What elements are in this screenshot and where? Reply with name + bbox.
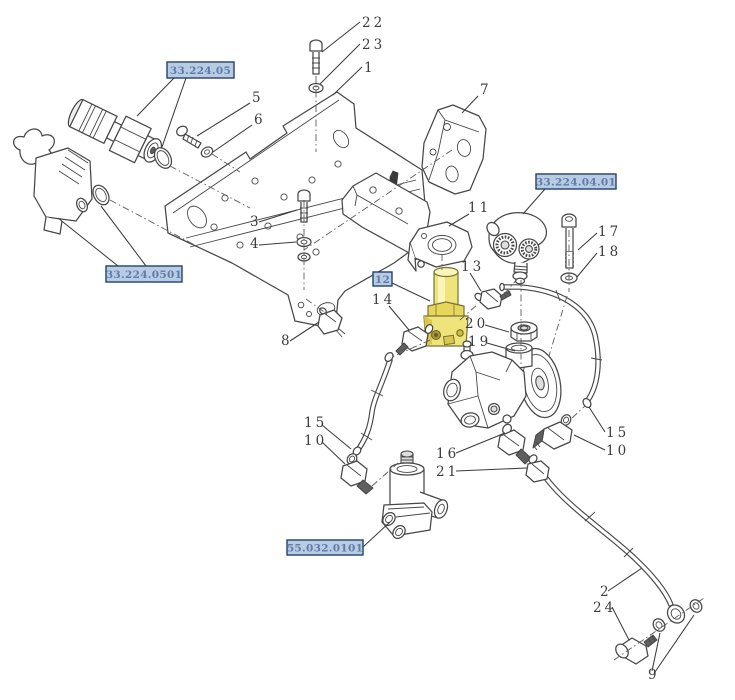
callout-10-left: 10 [304, 433, 327, 449]
callout-6: 6 [254, 112, 266, 128]
plug-24 [615, 634, 658, 665]
elbow-fitting-left [340, 453, 374, 495]
washers-9 [652, 599, 703, 632]
callout-1: 1 [364, 60, 376, 76]
callout-3: 3 [250, 214, 262, 230]
callout-9: 9 [648, 667, 660, 683]
selected-part-12-box[interactable] [372, 271, 393, 287]
callout-18: 18 [598, 244, 621, 260]
nut-20 [510, 321, 538, 342]
lever-valve [13, 128, 93, 235]
callout-5: 5 [252, 90, 264, 106]
callout-14: 14 [372, 292, 395, 308]
ref-label-coupling[interactable]: 33.224.05 [166, 61, 235, 79]
callout-4: 4 [250, 236, 262, 252]
ref-label-distributor[interactable]: 33.224.04.01 [535, 173, 617, 190]
hose-from-regulator [352, 351, 394, 456]
callout-16: 16 [436, 446, 459, 462]
ref-label-coupling-box[interactable] [166, 61, 235, 79]
selected-part-12-text: 12 [375, 274, 390, 286]
ref-label-solenoid-text: 55.032.0101 [287, 543, 363, 555]
hose-right [499, 282, 603, 409]
callout-7: 7 [480, 82, 492, 98]
callout-24: 24 [593, 600, 616, 616]
air-distributor [486, 212, 548, 285]
quick-coupling [67, 98, 163, 164]
elbow-fitting-16 [497, 423, 532, 465]
callout-20: 20 [465, 316, 488, 332]
ref-label-distributor-text: 33.224.04.01 [536, 177, 616, 189]
hose-2 [543, 475, 674, 608]
leader-lines [57, 21, 695, 673]
callout-17: 17 [598, 224, 621, 240]
callout-21: 21 [436, 464, 459, 480]
callout-8: 8 [281, 333, 293, 349]
fitting-8 [317, 307, 346, 338]
callout-23: 23 [362, 37, 385, 53]
callout-10-right: 10 [606, 443, 629, 459]
callout-22: 22 [362, 15, 385, 31]
elbow-fitting-right [532, 414, 573, 451]
callout-19: 19 [468, 334, 491, 350]
coupling-o-ring [153, 147, 173, 169]
callout-13: 13 [461, 259, 484, 275]
pressure-regulator-12-highlighted [423, 266, 469, 347]
clamp-bracket-11 [407, 221, 473, 272]
ref-label-solenoid[interactable]: 55.032.0101 [286, 539, 364, 556]
ref-label-left-valve-text: 33.224.0501 [106, 269, 182, 281]
ref-label-solenoid-box[interactable] [286, 539, 364, 556]
bolt-17 [561, 213, 577, 269]
hose2-end-fitting [666, 604, 686, 624]
mounting-bracket-7 [421, 104, 487, 195]
callout-2: 2 [600, 584, 612, 600]
callout-15-left: 15 [304, 415, 327, 431]
bolt-22 [309, 39, 323, 75]
nut-6 [200, 146, 214, 158]
bolt-3 [297, 189, 311, 223]
solenoid-valve [381, 450, 449, 540]
callout-11: 11 [468, 200, 491, 216]
ref-label-left-valve[interactable]: 33.224.0501 [105, 265, 183, 283]
ref-label-distributor-box[interactable] [535, 173, 617, 190]
selected-part-label-12[interactable]: 12 [372, 271, 393, 287]
callout-15-right: 15 [606, 425, 629, 441]
bolt-5 [176, 125, 202, 149]
fitting-13 [474, 288, 512, 310]
washer-4 [296, 236, 312, 262]
ref-label-left-valve-box[interactable] [105, 265, 183, 283]
assembly-center-lines [109, 76, 705, 661]
ref-label-coupling-text: 33.224.05 [170, 65, 231, 77]
fitting-14 [395, 324, 434, 356]
hose2-fitting-21 [525, 454, 550, 483]
lever-valve-o-ring [92, 184, 110, 206]
compressor-pump [443, 340, 562, 429]
